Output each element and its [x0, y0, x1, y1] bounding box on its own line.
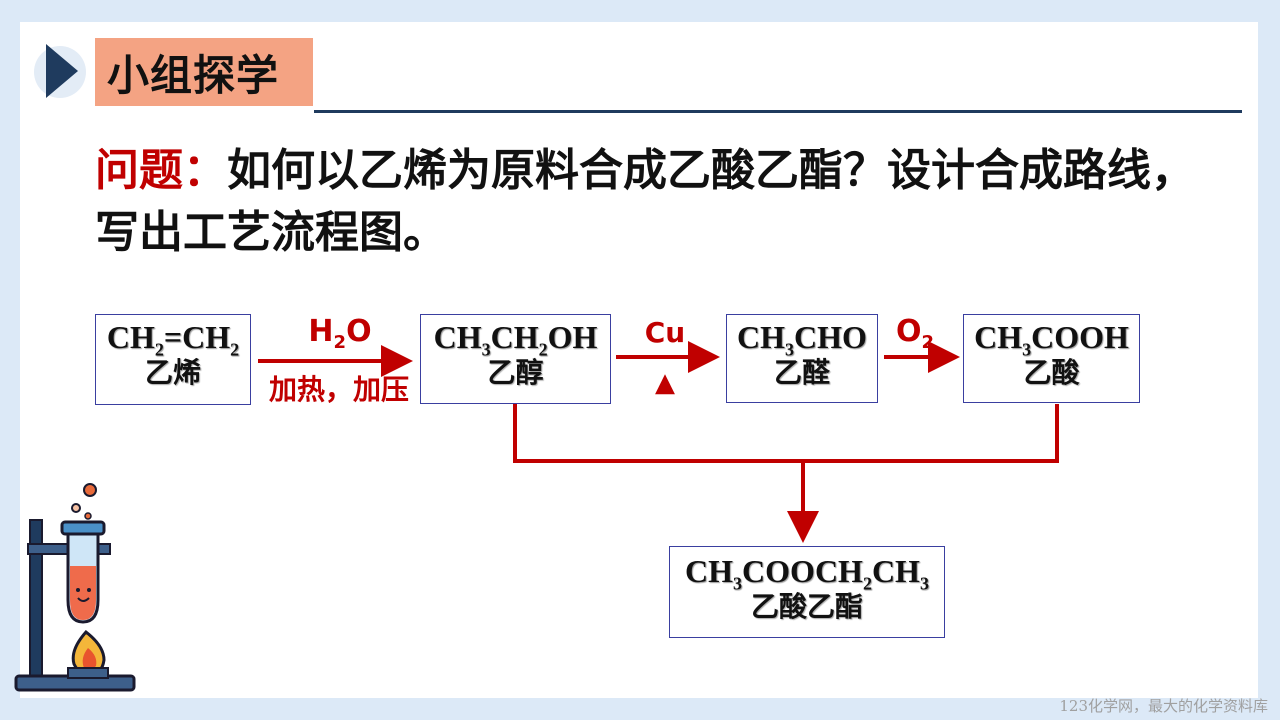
formula-acetic-acid: CH3COOH — [974, 319, 1129, 360]
name-acetic-acid: 乙酸 — [1023, 356, 1080, 389]
name-ester: 乙酸乙酯 — [750, 590, 863, 623]
section-title: 小组探学 — [95, 38, 313, 106]
compound-box-acetaldehyde: CH3CHO 乙醛 — [726, 314, 878, 403]
question-text: 问题：如何以乙烯为原料合成乙酸乙酯？设计合成路线，写出工艺流程图。 — [95, 140, 1195, 264]
formula-acetaldehyde: CH3CHO — [737, 319, 867, 360]
compound-box-ethylene: CH2=CH2 乙烯 — [95, 314, 251, 405]
section-title-text: 小组探学 — [107, 50, 280, 100]
name-ethylene: 乙烯 — [144, 356, 201, 389]
compound-box-ethanol: CH3CH2OH 乙醇 — [420, 314, 611, 404]
bubble-icon — [71, 483, 97, 520]
condition-water: H2O — [308, 314, 372, 353]
footer-watermark: 123化学网，最大的化学资料库 — [1059, 697, 1268, 715]
name-acetaldehyde: 乙醛 — [773, 356, 830, 389]
compound-box-acetic-acid: CH3COOH 乙酸 — [963, 314, 1140, 403]
condition-heat-pressure: 加热，加压 — [268, 373, 409, 406]
connector-ethanol-acid — [513, 404, 1059, 463]
test-tube-icon — [60, 520, 106, 624]
title-divider — [314, 110, 1242, 113]
heat-triangle-icon: ▲ — [655, 368, 675, 398]
formula-ethylene: CH2=CH2 — [106, 319, 240, 360]
condition-oxygen: O2 — [895, 314, 935, 353]
formula-ester: CH3COOCH2CH3 — [685, 553, 929, 594]
formula-ethanol: CH3CH2OH — [433, 319, 598, 360]
name-ethanol: 乙醇 — [487, 356, 544, 389]
compound-box-ester: CH3COOCH2CH3 乙酸乙酯 — [669, 546, 945, 638]
question-body: 如何以乙烯为原料合成乙酸乙酯？设计合成路线，写出工艺流程图。 — [95, 145, 1195, 258]
question-label: 问题： — [95, 145, 227, 196]
burner-flame-icon — [67, 629, 109, 679]
title-marker-triangle-icon — [46, 44, 78, 98]
condition-copper: Cu — [644, 316, 686, 349]
